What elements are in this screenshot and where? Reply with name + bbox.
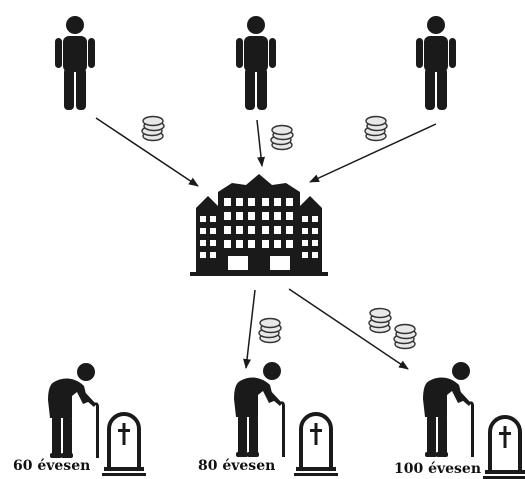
coins-icon — [259, 319, 281, 343]
coins-icon — [365, 117, 387, 141]
coins-icon — [142, 117, 164, 141]
person-icon — [416, 16, 456, 110]
elderly-person-icon — [48, 363, 99, 458]
coins-icon — [271, 126, 293, 150]
contribution-arrow — [257, 120, 262, 166]
outcome-label-80: 80 évesen — [198, 458, 275, 474]
elderly-person-icon — [423, 362, 474, 457]
coins-icon — [394, 325, 416, 349]
person-icon — [55, 16, 95, 110]
payout-arrow — [246, 290, 255, 368]
gravestone-icon — [294, 414, 338, 476]
outcome-label-60: 60 évesen — [13, 458, 90, 474]
gravestone-icon — [483, 417, 525, 479]
elderly-person-icon — [234, 362, 285, 457]
coins-icon — [369, 309, 391, 333]
building-icon — [190, 174, 328, 276]
gravestone-icon — [102, 414, 146, 476]
person-icon — [236, 16, 276, 110]
outcome-label-100: 100 évesen — [394, 461, 481, 477]
